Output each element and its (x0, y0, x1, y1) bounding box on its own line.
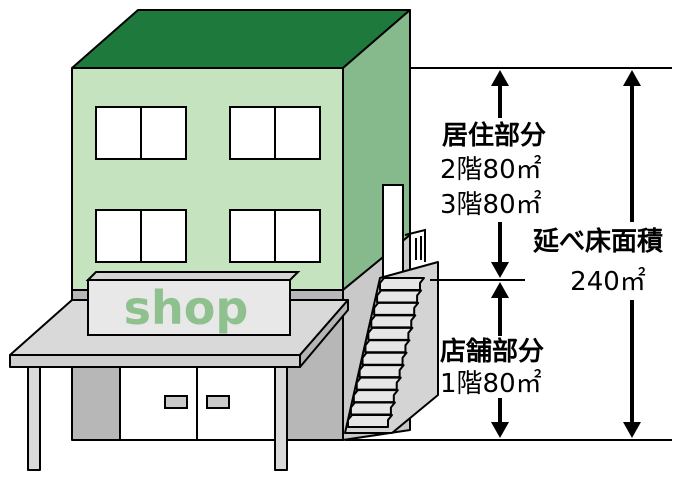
canopy-side (299, 299, 349, 368)
total-arrow (623, 70, 641, 438)
stair-step (379, 277, 425, 291)
residential-floor2: 2階80㎡ (440, 155, 542, 185)
stair-step (347, 414, 393, 428)
stair-step (373, 301, 420, 316)
stair-step (352, 389, 399, 404)
store-labels: 店舗部分 1階80㎡ (440, 337, 544, 399)
exterior-staircase (344, 261, 439, 434)
storefront (119, 361, 276, 441)
residential-heading: 居住部分 (442, 120, 546, 151)
store-heading: 店舗部分 (440, 337, 544, 367)
door-handle-right (206, 395, 230, 409)
window-3f-left (95, 209, 187, 263)
store-floor1: 1階80㎡ (440, 369, 542, 399)
total-value: 240㎡ (570, 267, 646, 297)
total-heading: 延べ床面積 (532, 226, 663, 257)
shop-sign-text: shop (124, 281, 249, 335)
canopy-front (9, 354, 301, 368)
shop-sign: shop (85, 271, 301, 336)
stair-step (367, 326, 414, 341)
stair-step (355, 376, 402, 391)
windows (95, 106, 321, 263)
stair-step (364, 339, 411, 354)
window-3f-right (229, 209, 321, 263)
window-2f-left (95, 106, 187, 160)
residential-floor3: 3階80㎡ (440, 190, 542, 220)
residential-labels: 居住部分 2階80㎡ 3階80㎡ (440, 120, 546, 220)
store-arrow (491, 282, 509, 438)
stair-steps (347, 277, 425, 428)
total-labels: 延べ床面積 240㎡ (532, 226, 663, 297)
stair-step (370, 314, 417, 329)
stair-step (358, 364, 405, 379)
stair-step (361, 351, 408, 366)
door-handle-left (164, 395, 188, 409)
window-2f-right (229, 106, 321, 160)
residential-arrow (491, 70, 509, 278)
canopy-pillar-right (274, 366, 288, 471)
dimension-lines (345, 67, 672, 441)
canopy-pillar-left (27, 366, 41, 471)
stair-step (376, 289, 423, 304)
stair-step (349, 401, 396, 416)
